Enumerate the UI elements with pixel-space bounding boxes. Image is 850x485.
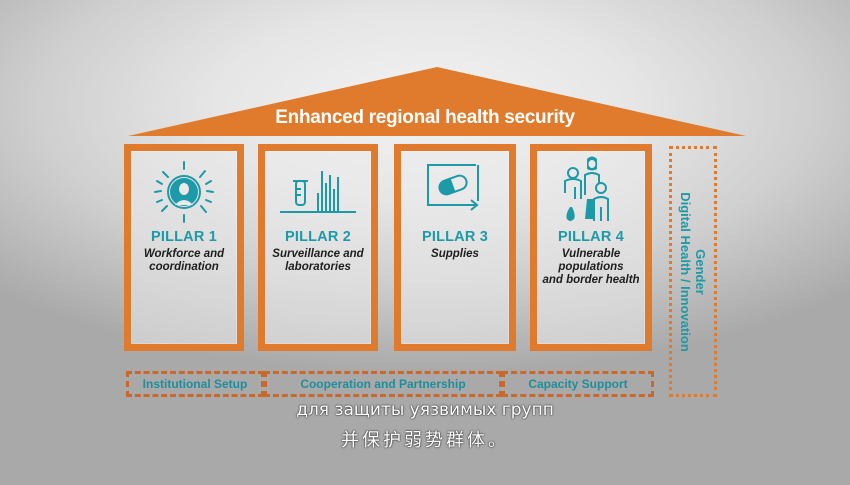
pillar-description: Vulnerable populations and border health [542, 248, 640, 286]
subtitle-chinese: 并保护弱势群体。 [341, 430, 509, 451]
pillar-description: Supplies [431, 248, 479, 260]
pillar-1: PILLAR 1 Workforce and coordination [124, 144, 244, 351]
pillar-title: PILLAR 2 [284, 229, 352, 245]
roof [128, 67, 746, 136]
foundation-label: Capacity Support [528, 377, 628, 391]
roof-title: Enhanced regional health security [275, 107, 575, 128]
pillar-title: PILLAR 4 [557, 229, 625, 245]
foundation-institutional-setup: Institutional Setup [126, 371, 264, 397]
pillar-description: Surveillance and laboratories [272, 248, 364, 273]
family-group-icon [561, 155, 621, 228]
cross-cutting-label: Gender Digital Health / Innovation [678, 191, 708, 352]
subtitle-russian: для защиты уязвимых групп [296, 400, 554, 420]
test-tube-chart-icon [278, 165, 358, 220]
foundation-cooperation-partnership: Cooperation and Partnership [264, 371, 502, 397]
pill-capsule-icon [425, 163, 485, 218]
health-worker-icon [149, 159, 219, 230]
pillar-title: PILLAR 1 [150, 229, 218, 245]
foundation-label: Institutional Setup [142, 377, 248, 391]
pillar-3: PILLAR 3 Supplies [394, 144, 516, 351]
foundation-capacity-support: Capacity Support [502, 371, 654, 397]
cross-cutting-column: Gender Digital Health / Innovation [669, 146, 717, 397]
pillar-description: Workforce and coordination [143, 248, 225, 273]
pillar-title: PILLAR 3 [421, 229, 489, 245]
pillar-4: PILLAR 4 Vulnerable populations and bord… [530, 144, 652, 351]
pillar-2: PILLAR 2 Surveillance and laboratories [258, 144, 378, 351]
foundation-label: Cooperation and Partnership [300, 377, 466, 391]
